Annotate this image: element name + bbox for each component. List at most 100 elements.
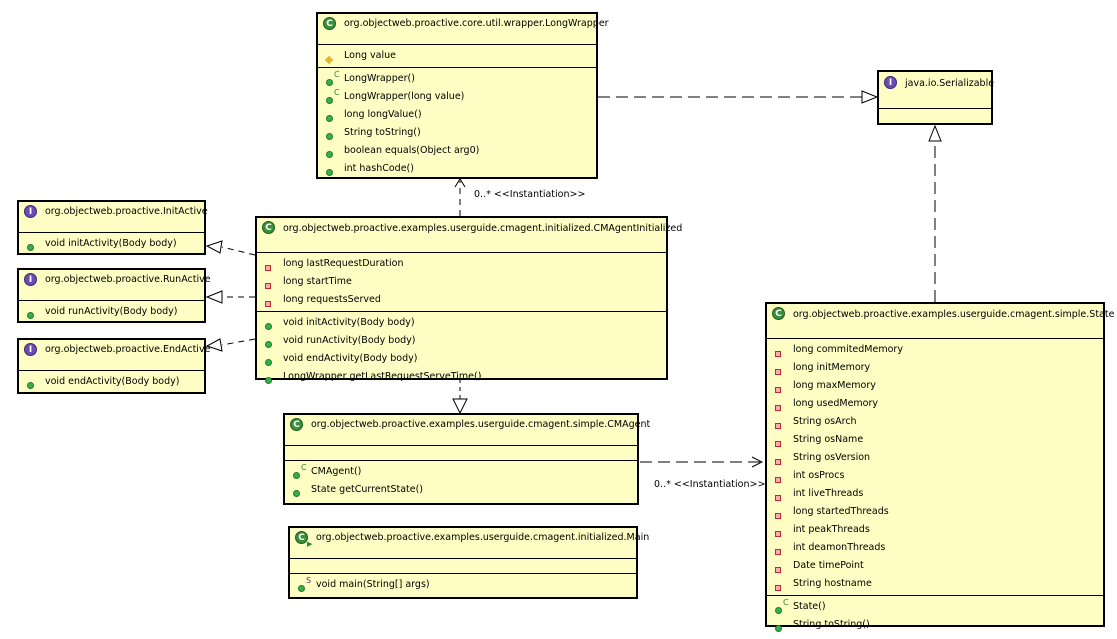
realization-arrowhead bbox=[205, 240, 223, 254]
dependency-arrowhead bbox=[751, 456, 764, 468]
private-field-icon bbox=[775, 549, 781, 555]
private-field-icon bbox=[775, 423, 781, 429]
interface-icon: I bbox=[24, 205, 37, 218]
class-header: C org.objectweb.proactive.examples.userg… bbox=[767, 304, 1114, 339]
methods-section: void initActivity(Body body) void runAct… bbox=[257, 312, 666, 388]
method-row[interactable]: String toString() bbox=[767, 616, 1103, 634]
class-longwrapper[interactable]: C org.objectweb.proactive.core.util.wrap… bbox=[316, 12, 609, 180]
attribute-row[interactable]: long usedMemory bbox=[767, 395, 1103, 413]
constructor-marker-icon: C bbox=[334, 70, 340, 79]
instantiation-label-longwrapper: 0..* <<Instantiation>> bbox=[474, 189, 586, 200]
attribute-row[interactable]: long lastRequestDuration bbox=[257, 255, 666, 273]
attribute-row[interactable]: Date timePoint bbox=[767, 557, 1103, 575]
edge-cmagentinit-initactive bbox=[221, 246, 256, 256]
method-row[interactable]: void endActivity(Body body) bbox=[19, 373, 204, 391]
class-header: C org.objectweb.proactive.examples.userg… bbox=[257, 218, 682, 253]
method-row[interactable]: void runActivity(Body body) bbox=[257, 332, 666, 350]
attributes-section: Long value bbox=[318, 45, 596, 68]
attribute-row[interactable]: String osVersion bbox=[767, 449, 1103, 467]
attribute-row[interactable]: long requestsServed bbox=[257, 291, 666, 309]
attribute-row[interactable]: int peakThreads bbox=[767, 521, 1103, 539]
public-method-icon bbox=[265, 323, 272, 330]
method-row[interactable]: void initActivity(Body body) bbox=[19, 235, 204, 253]
attribute-row[interactable]: int liveThreads bbox=[767, 485, 1103, 503]
attribute-row[interactable]: long commitedMemory bbox=[767, 341, 1103, 359]
attributes-section bbox=[290, 559, 636, 574]
attribute-row[interactable]: int deamonThreads bbox=[767, 539, 1103, 557]
interface-endactive[interactable]: I org.objectweb.proactive.EndActive void… bbox=[17, 338, 210, 394]
method-row[interactable]: State getCurrentState() bbox=[285, 481, 637, 499]
public-method-icon bbox=[27, 312, 34, 319]
constructor-marker-icon: C bbox=[301, 463, 307, 472]
private-field-icon bbox=[775, 531, 781, 537]
instantiation-label-state: 0..* <<Instantiation>> bbox=[654, 479, 766, 490]
public-method-icon bbox=[265, 341, 272, 348]
class-header: I org.objectweb.proactive.InitActive bbox=[19, 202, 208, 233]
public-method-icon bbox=[265, 377, 272, 384]
method-row[interactable]: int hashCode() bbox=[318, 160, 596, 178]
public-method-icon bbox=[326, 97, 333, 104]
interface-runactive[interactable]: I org.objectweb.proactive.RunActive void… bbox=[17, 268, 211, 323]
attribute-row[interactable]: long maxMemory bbox=[767, 377, 1103, 395]
private-field-icon bbox=[775, 405, 781, 411]
public-method-icon bbox=[326, 151, 333, 158]
method-row[interactable]: boolean equals(Object arg0) bbox=[318, 142, 596, 160]
attributes-section bbox=[285, 446, 637, 461]
attribute-row[interactable]: String hostname bbox=[767, 575, 1103, 593]
private-field-icon bbox=[775, 387, 781, 393]
class-header: C org.objectweb.proactive.core.util.wrap… bbox=[318, 14, 609, 45]
dependency-arrowhead bbox=[454, 178, 466, 188]
private-field-icon bbox=[775, 459, 781, 465]
interface-serializable[interactable]: I java.io.Serializable bbox=[877, 70, 995, 125]
public-method-icon bbox=[775, 625, 782, 632]
public-method-icon bbox=[27, 382, 34, 389]
class-title: org.objectweb.proactive.EndActive bbox=[45, 344, 211, 355]
attribute-row[interactable]: String osName bbox=[767, 431, 1103, 449]
method-row[interactable]: void initActivity(Body body) bbox=[257, 314, 666, 332]
attribute-row[interactable]: long initMemory bbox=[767, 359, 1103, 377]
class-cmagentinitialized[interactable]: C org.objectweb.proactive.examples.userg… bbox=[255, 216, 682, 384]
class-header: I org.objectweb.proactive.EndActive bbox=[19, 340, 210, 371]
realization-arrowhead bbox=[861, 90, 879, 104]
class-icon: C bbox=[262, 221, 275, 234]
method-row[interactable]: void endActivity(Body body) bbox=[257, 350, 666, 368]
method-row[interactable]: void runActivity(Body body) bbox=[19, 303, 204, 321]
static-marker-icon: S bbox=[306, 576, 312, 585]
attribute-row[interactable]: long startedThreads bbox=[767, 503, 1103, 521]
class-title: org.objectweb.proactive.core.util.wrappe… bbox=[344, 18, 609, 29]
class-cmagent[interactable]: C org.objectweb.proactive.examples.userg… bbox=[283, 413, 650, 505]
interface-initactive[interactable]: I org.objectweb.proactive.InitActive voi… bbox=[17, 200, 208, 255]
method-row[interactable]: long longValue() bbox=[318, 106, 596, 124]
protected-field-icon bbox=[324, 55, 334, 65]
class-state[interactable]: C org.objectweb.proactive.examples.userg… bbox=[765, 302, 1114, 632]
attribute-row[interactable]: int osProcs bbox=[767, 467, 1103, 485]
private-field-icon bbox=[265, 301, 271, 307]
attributes-section: long commitedMemory long initMemory long… bbox=[767, 339, 1103, 596]
class-main[interactable]: C ▶ org.objectweb.proactive.examples.use… bbox=[288, 526, 649, 599]
class-icon: C bbox=[290, 418, 303, 431]
runnable-marker-icon: ▶ bbox=[307, 540, 313, 548]
attribute-row[interactable]: Long value bbox=[318, 47, 596, 65]
method-row[interactable]: LongWrapper getLastRequestServeTime() bbox=[257, 368, 666, 386]
attribute-row[interactable]: long startTime bbox=[257, 273, 666, 291]
private-field-icon bbox=[265, 265, 271, 271]
public-method-icon bbox=[265, 359, 272, 366]
class-title: java.io.Serializable bbox=[905, 78, 995, 89]
class-title: org.objectweb.proactive.examples.usergui… bbox=[311, 419, 651, 430]
class-title: org.objectweb.proactive.examples.usergui… bbox=[316, 532, 650, 543]
method-row[interactable]: String toString() bbox=[318, 124, 596, 142]
edge-cmagentinit-endactive bbox=[221, 338, 256, 346]
methods-section: void endActivity(Body body) bbox=[19, 371, 204, 393]
realization-arrowhead bbox=[205, 338, 223, 352]
attribute-row[interactable]: String osArch bbox=[767, 413, 1103, 431]
methods-section: void initActivity(Body body) bbox=[19, 233, 204, 255]
